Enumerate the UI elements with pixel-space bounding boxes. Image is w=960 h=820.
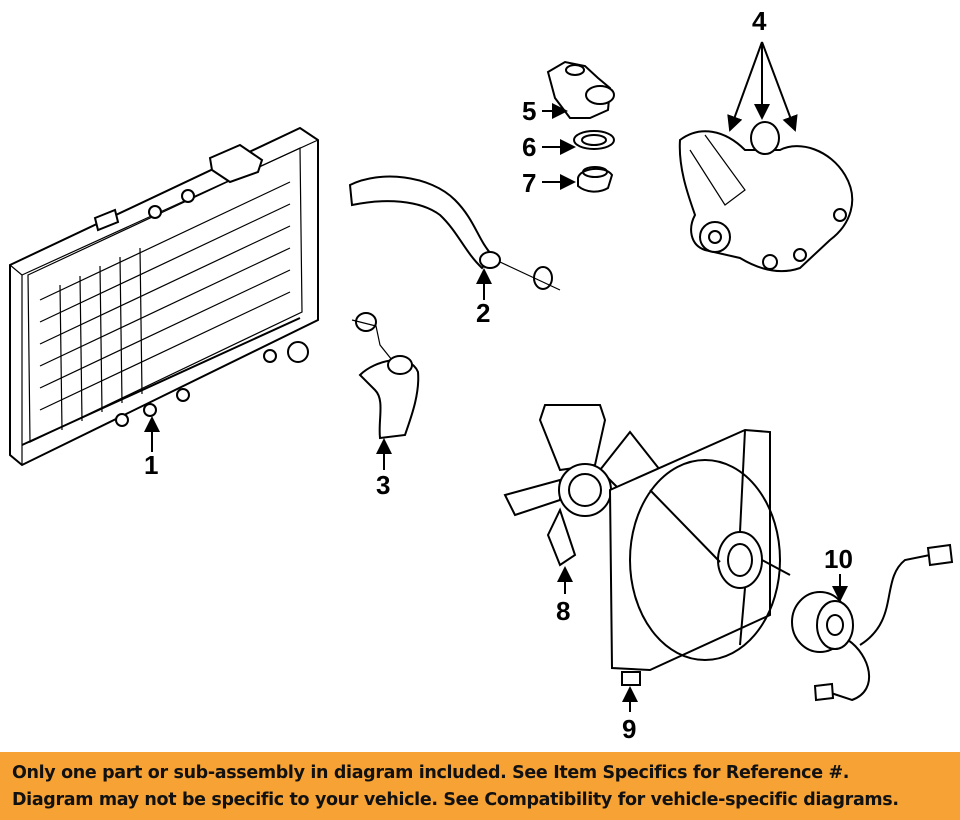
- callout-9: 9: [622, 714, 636, 744]
- callout-3: 3: [376, 470, 390, 500]
- callout-2: 2: [476, 298, 490, 328]
- callout-4: 4: [752, 6, 767, 36]
- leader-lines: [144, 41, 848, 712]
- callout-1: 1: [144, 450, 158, 480]
- callout-6: 6: [522, 132, 536, 162]
- lower-radiator-hose: [351, 312, 420, 440]
- fan-motor: [791, 543, 954, 702]
- disclaimer-banner: Only one part or sub-assembly in diagram…: [0, 752, 960, 820]
- upper-radiator-hose: [348, 175, 561, 291]
- thermostat: [577, 166, 614, 193]
- fan-shroud: [608, 428, 791, 686]
- radiator: [9, 126, 319, 467]
- disclaimer-line-1: Only one part or sub-assembly in diagram…: [12, 763, 850, 783]
- thermostat-gasket: [573, 130, 615, 150]
- disclaimer-line-2: Diagram may not be specific to your vehi…: [12, 790, 899, 810]
- callout-10: 10: [824, 544, 853, 574]
- water-pump: [678, 121, 854, 273]
- cooling-system-diagram: 1 2 3 4 5 6 7 8 9 10: [9, 6, 954, 744]
- callout-7: 7: [522, 168, 536, 198]
- callout-5: 5: [522, 96, 536, 126]
- thermostat-housing: [546, 60, 615, 119]
- cooling-fan-blade: [503, 404, 662, 567]
- callout-8: 8: [556, 596, 570, 626]
